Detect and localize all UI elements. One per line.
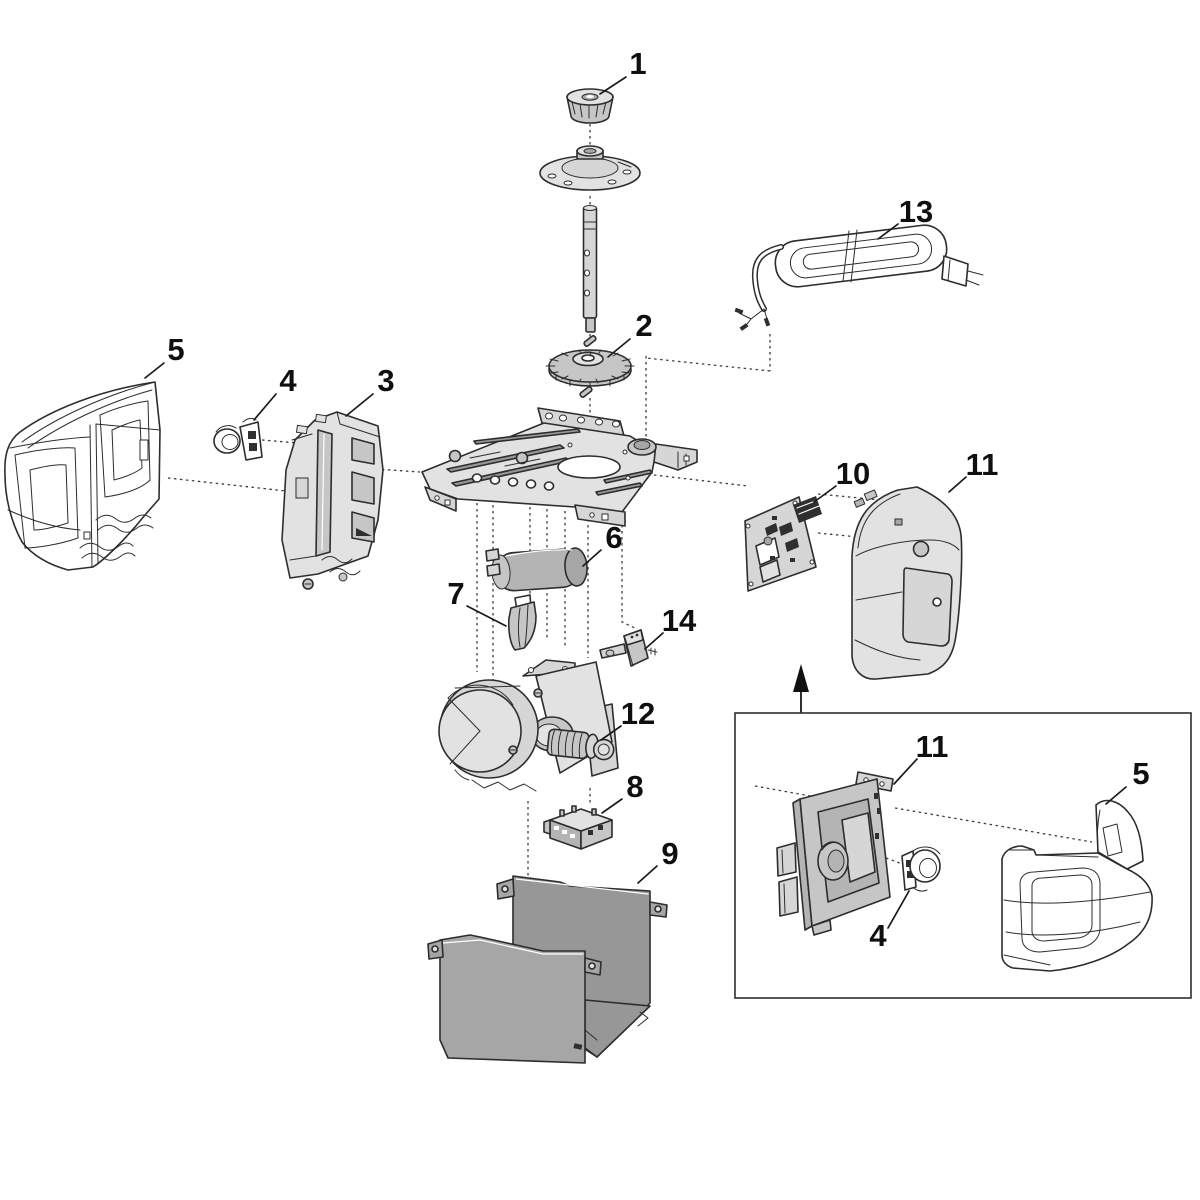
callout-6: 6 — [605, 520, 622, 555]
part-3-side-bracket — [281, 411, 384, 590]
callout-12: 12 — [621, 696, 655, 731]
callout-7: 7 — [447, 576, 464, 611]
inset-detail-box — [734, 664, 1192, 999]
inset-callout-4: 4 — [869, 918, 887, 953]
part-13-power-cord — [734, 224, 984, 331]
part-4-cable-clamp — [213, 417, 263, 461]
inset-callout-11: 11 — [916, 729, 949, 764]
callout-5: 5 — [167, 332, 184, 367]
part-11-housing-right — [851, 486, 963, 680]
leader-lines — [144, 76, 1127, 929]
callout-13: 13 — [899, 194, 933, 229]
callout-11: 11 — [966, 447, 999, 482]
callout-10: 10 — [836, 456, 870, 491]
callout-1: 1 — [629, 46, 646, 81]
callout-4: 4 — [279, 363, 297, 398]
part-8-switch-block — [543, 805, 613, 850]
part-9-bottom-housing — [427, 875, 668, 1064]
callout-labels: 1 2 3 4 5 6 7 8 9 10 11 12 13 14 11 4 5 — [167, 46, 1149, 953]
part-14-lever-switch — [599, 629, 658, 667]
part-2-gear — [545, 335, 635, 398]
inset-part-4-cable-clamp — [901, 846, 941, 892]
part-5-housing-left — [4, 381, 161, 571]
callout-14: 14 — [662, 603, 697, 638]
part-7-clip-bracket — [507, 594, 537, 651]
inset-part-11-bracket-panel — [776, 771, 894, 936]
part-10-circuit-board — [744, 496, 822, 592]
part-1-drive-coupling — [566, 88, 614, 124]
inset-part-5-housing-shell — [1001, 799, 1153, 972]
inset-callout-5: 5 — [1132, 756, 1149, 791]
callout-3: 3 — [377, 363, 394, 398]
part-6-capacitor — [485, 547, 588, 592]
callout-8: 8 — [626, 769, 643, 804]
flange-disc — [539, 145, 641, 191]
main-shaft — [582, 205, 598, 333]
base-plate — [421, 407, 698, 527]
arrow-up-icon — [793, 664, 809, 713]
part-12-motor — [438, 659, 619, 792]
callout-2: 2 — [635, 308, 652, 343]
callout-9: 9 — [661, 836, 678, 871]
